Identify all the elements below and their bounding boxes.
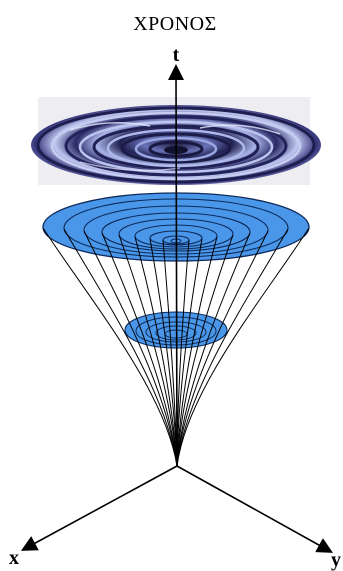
time-axis [176, 72, 177, 466]
x-axis-label: x [9, 547, 19, 569]
y-axis-label: y [331, 549, 341, 571]
y-axis [177, 466, 326, 549]
x-axis [28, 466, 177, 547]
diagram-title: ΧΡΟΝΟΣ [133, 13, 217, 35]
t-axis-label: t [173, 44, 180, 66]
